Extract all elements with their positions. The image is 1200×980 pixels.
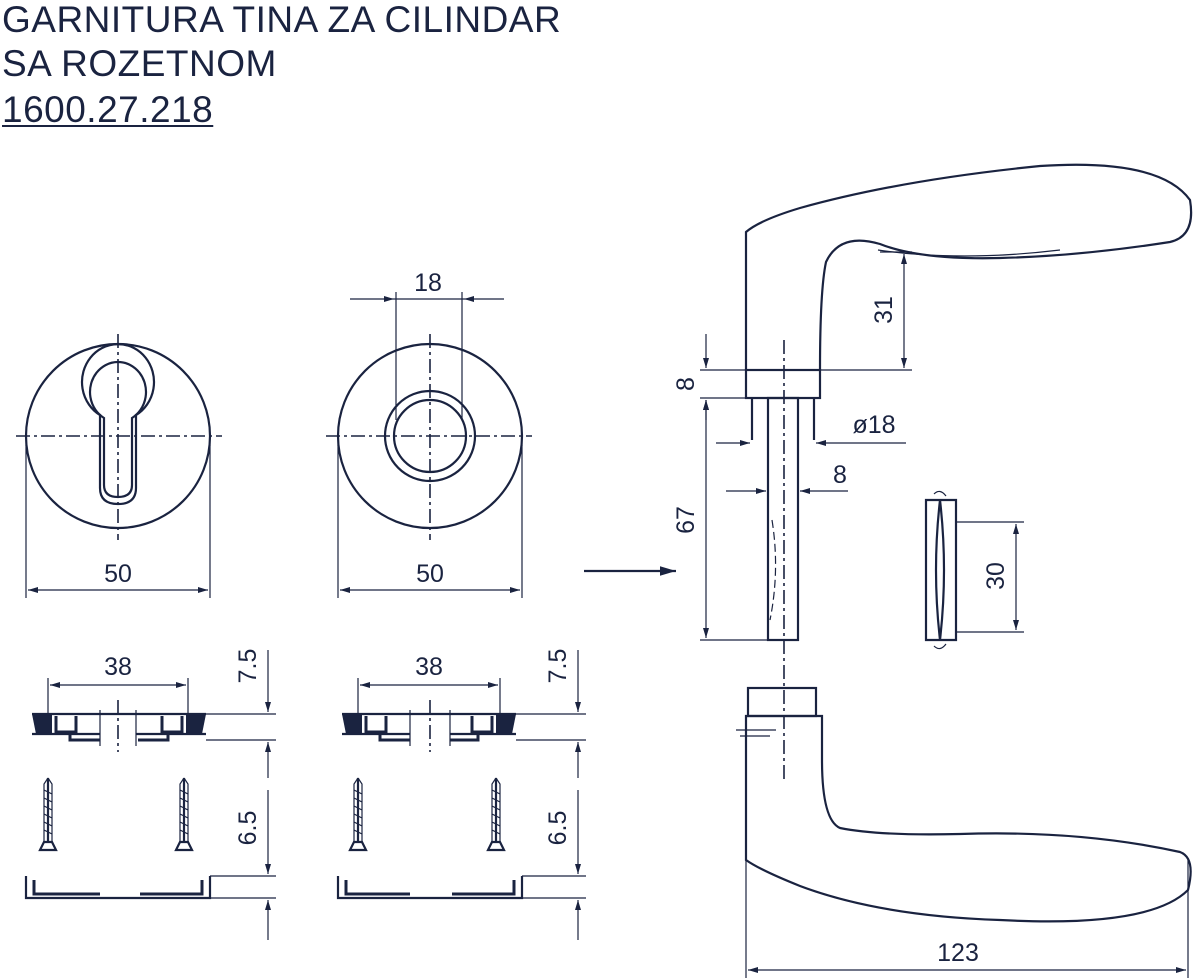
dim-cover-height-left: 6.5 xyxy=(234,811,262,846)
dim-rosette-height-right: 7.5 xyxy=(544,649,572,684)
dim-cover-height-right: 6.5 xyxy=(544,811,572,846)
right-section-view: 38 7.5 6.5 xyxy=(336,649,586,940)
dim-wc-hole-width: 18 xyxy=(414,269,442,297)
grip-cross-section: 30 xyxy=(924,490,1024,650)
handle-upper-view: 31 8 ø18 8 67 xyxy=(672,163,1193,780)
screw-left-2 xyxy=(174,777,194,852)
dim-rosette-wc-diameter: 50 xyxy=(416,560,444,588)
left-section-view: 38 7.5 6.5 xyxy=(24,649,276,940)
wc-rosette-view: 18 50 xyxy=(326,269,532,598)
handle-lower-view: 123 xyxy=(736,686,1192,978)
dim-inner-width-left: 38 xyxy=(104,653,132,681)
dim-inner-width-right: 38 xyxy=(415,653,443,681)
dim-spindle-square: 8 xyxy=(833,461,847,489)
title-line-2: SA ROZETNOM xyxy=(2,43,277,84)
dim-handle-length: 123 xyxy=(937,939,979,967)
dim-spindle-length: 67 xyxy=(672,506,700,534)
dim-neck-diameter: ø18 xyxy=(852,411,895,439)
dim-neck-height: 8 xyxy=(672,377,700,391)
dim-grip-section: 30 xyxy=(982,562,1010,590)
title-line-1: GARNITURA TINA ZA CILINDAR xyxy=(2,0,562,40)
cylinder-rosette-view: 50 xyxy=(16,334,222,598)
screw-left-1 xyxy=(38,777,58,852)
dim-handle-grip-height: 31 xyxy=(870,296,898,324)
screw-right-1 xyxy=(348,777,368,852)
dim-rosette-cyl-diameter: 50 xyxy=(104,560,132,588)
product-code: 1600.27.218 xyxy=(2,89,214,130)
screw-right-2 xyxy=(486,777,506,852)
dim-rosette-height-left: 7.5 xyxy=(234,649,262,684)
